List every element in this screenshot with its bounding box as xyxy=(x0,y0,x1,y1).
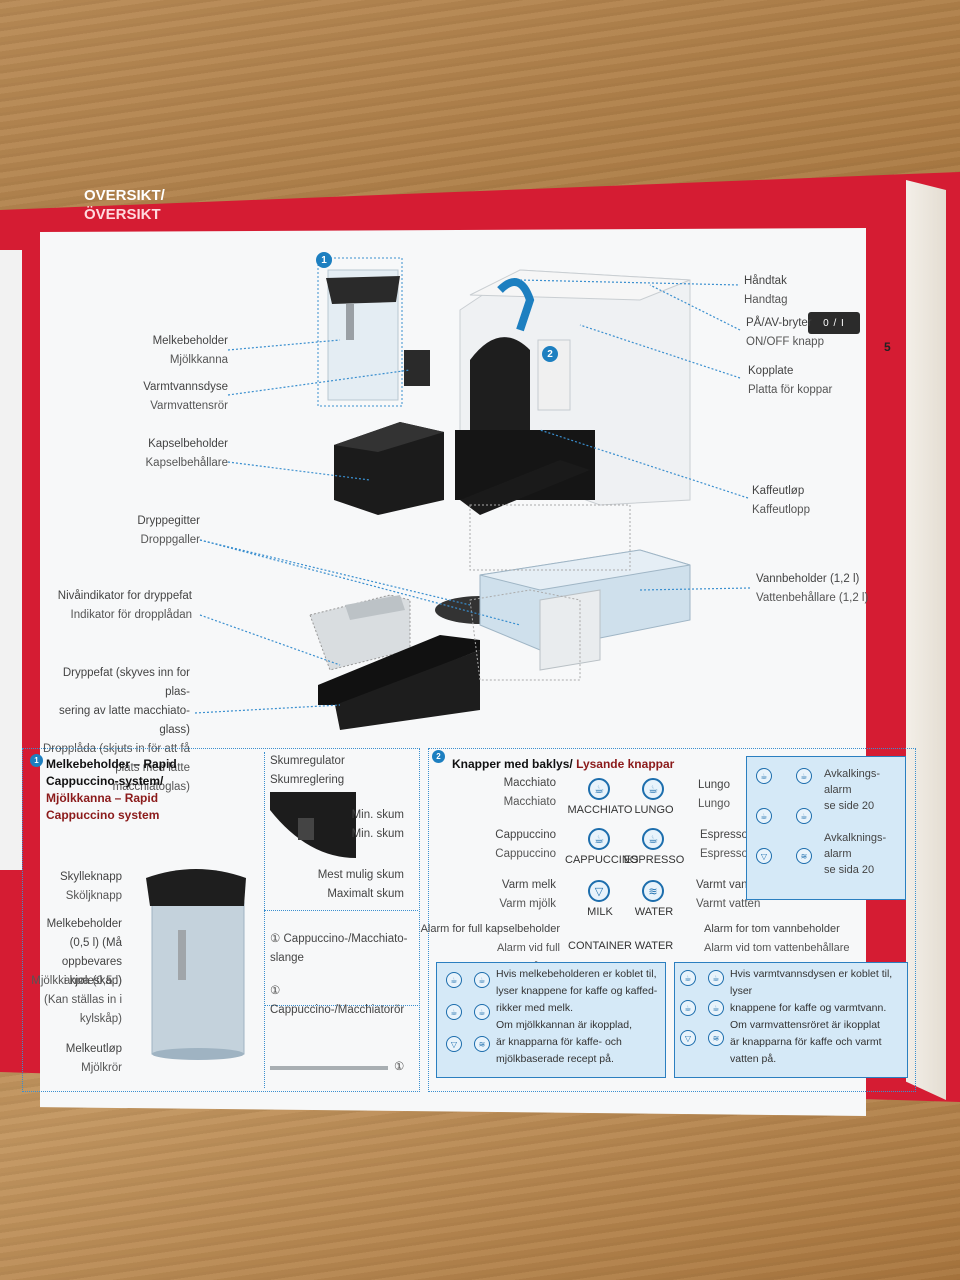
tank-guide-box xyxy=(469,504,631,571)
water-info-icon-2: ☕ xyxy=(708,970,724,986)
btn-label-container: CONTAINER xyxy=(568,940,632,952)
water-info-icon-5: ▽ xyxy=(680,1030,696,1046)
page-edge xyxy=(906,180,946,1100)
water-info-text: Hvis varmtvannsdysen er koblet til, lyse… xyxy=(730,968,893,1065)
water-info-icon-3: ☕ xyxy=(680,1000,696,1016)
descale-cup-icon-3: ☕ xyxy=(756,808,772,824)
water-info-icon-6: ≋ xyxy=(708,1030,724,1046)
milk-info-icon-1: ☕ xyxy=(446,972,462,988)
label-slange: ① Cappuccino-/Macchiato-slange ① Cappucc… xyxy=(270,933,408,1016)
label-dryppefat: Dryppefat (skyves inn for plas-sering av… xyxy=(42,667,190,793)
title-sv: ÖVERSIKT xyxy=(84,206,161,223)
hot-water-nozzle xyxy=(404,350,430,386)
espresso-button[interactable]: ☕ xyxy=(642,828,664,850)
milk-container-top xyxy=(317,257,403,407)
btn-label-water-alarm: WATER xyxy=(634,940,674,952)
previous-page-strip xyxy=(0,250,22,870)
panel1-divider-h1 xyxy=(264,910,418,911)
milk-info-icon-3: ☕ xyxy=(446,1004,462,1020)
descaling-box xyxy=(746,756,906,900)
capsule-container xyxy=(334,422,444,515)
milk-info-text: Hvis melkebeholderen er koblet til,lyser… xyxy=(496,968,658,1065)
water-info-icon-4: ☕ xyxy=(708,1000,724,1016)
macchiato-button[interactable]: ☕ xyxy=(588,778,610,800)
leader-lines xyxy=(194,279,751,714)
milk-info-icon-6: ≋ xyxy=(474,1036,490,1052)
marker-1-panel: 1 xyxy=(30,754,43,767)
lungo-button[interactable]: ☕ xyxy=(642,778,664,800)
milk-info-icon-5: ▽ xyxy=(446,1036,462,1052)
label-vannbeholder: Vannbeholder (1,2 l)Vattenbehållare (1,2… xyxy=(756,573,869,604)
marker-1-diagram: 1 xyxy=(316,252,332,268)
milk-jug-image xyxy=(146,869,246,1060)
descale-water-icon: ≋ xyxy=(796,848,812,864)
btn-label-cappuccino: CAPPUCCINO xyxy=(565,854,639,866)
panel1-divider-h2 xyxy=(264,1005,418,1006)
panel1-title: Melkebeholder – Rapid Cappuccino-system/… xyxy=(46,757,177,822)
milk-button[interactable]: ▽ xyxy=(588,880,610,902)
title-no: OVERSIKT/ xyxy=(84,187,165,204)
page-number: 5 xyxy=(884,340,891,354)
descale-cup-icon-4: ☕ xyxy=(796,808,812,824)
milk-info-icon-2: ☕ xyxy=(474,972,490,988)
tube-image xyxy=(270,1066,388,1070)
cappuccino-button[interactable]: ☕ xyxy=(588,828,610,850)
panel-buttons xyxy=(428,748,916,1092)
milk-info-icon-4: ☕ xyxy=(474,1004,490,1020)
water-info-icon-1: ☕ xyxy=(680,970,696,986)
btn-label-water: WATER xyxy=(634,906,674,918)
btn-label-espresso: ESPRESSO xyxy=(623,854,685,866)
page-header: OVERSIKT/ ÖVERSIKT xyxy=(84,186,165,224)
btn-label-milk: MILK xyxy=(587,906,613,918)
btn-label-macchiato: MACCHIATO xyxy=(567,804,633,816)
descale-milk-icon: ▽ xyxy=(756,848,772,864)
machine-body xyxy=(455,269,691,515)
panel1-divider-v xyxy=(264,752,265,1088)
marker-2-diagram: 2 xyxy=(542,346,558,362)
foam-regulator-image xyxy=(270,792,356,858)
panel-milk-system xyxy=(22,748,420,1092)
descale-cup-icon-1: ☕ xyxy=(756,768,772,784)
panel2-title: Knapper med baklys/ Lysande knappar xyxy=(452,757,675,771)
tube-marker: ① xyxy=(394,1061,405,1073)
marker-2-panel: 2 xyxy=(432,750,445,763)
onoff-switch-icon: 0 / I xyxy=(808,312,860,334)
btn-label-lungo: LUNGO xyxy=(634,804,674,816)
descale-cup-icon-2: ☕ xyxy=(796,768,812,784)
water-button[interactable]: ≋ xyxy=(642,880,664,902)
